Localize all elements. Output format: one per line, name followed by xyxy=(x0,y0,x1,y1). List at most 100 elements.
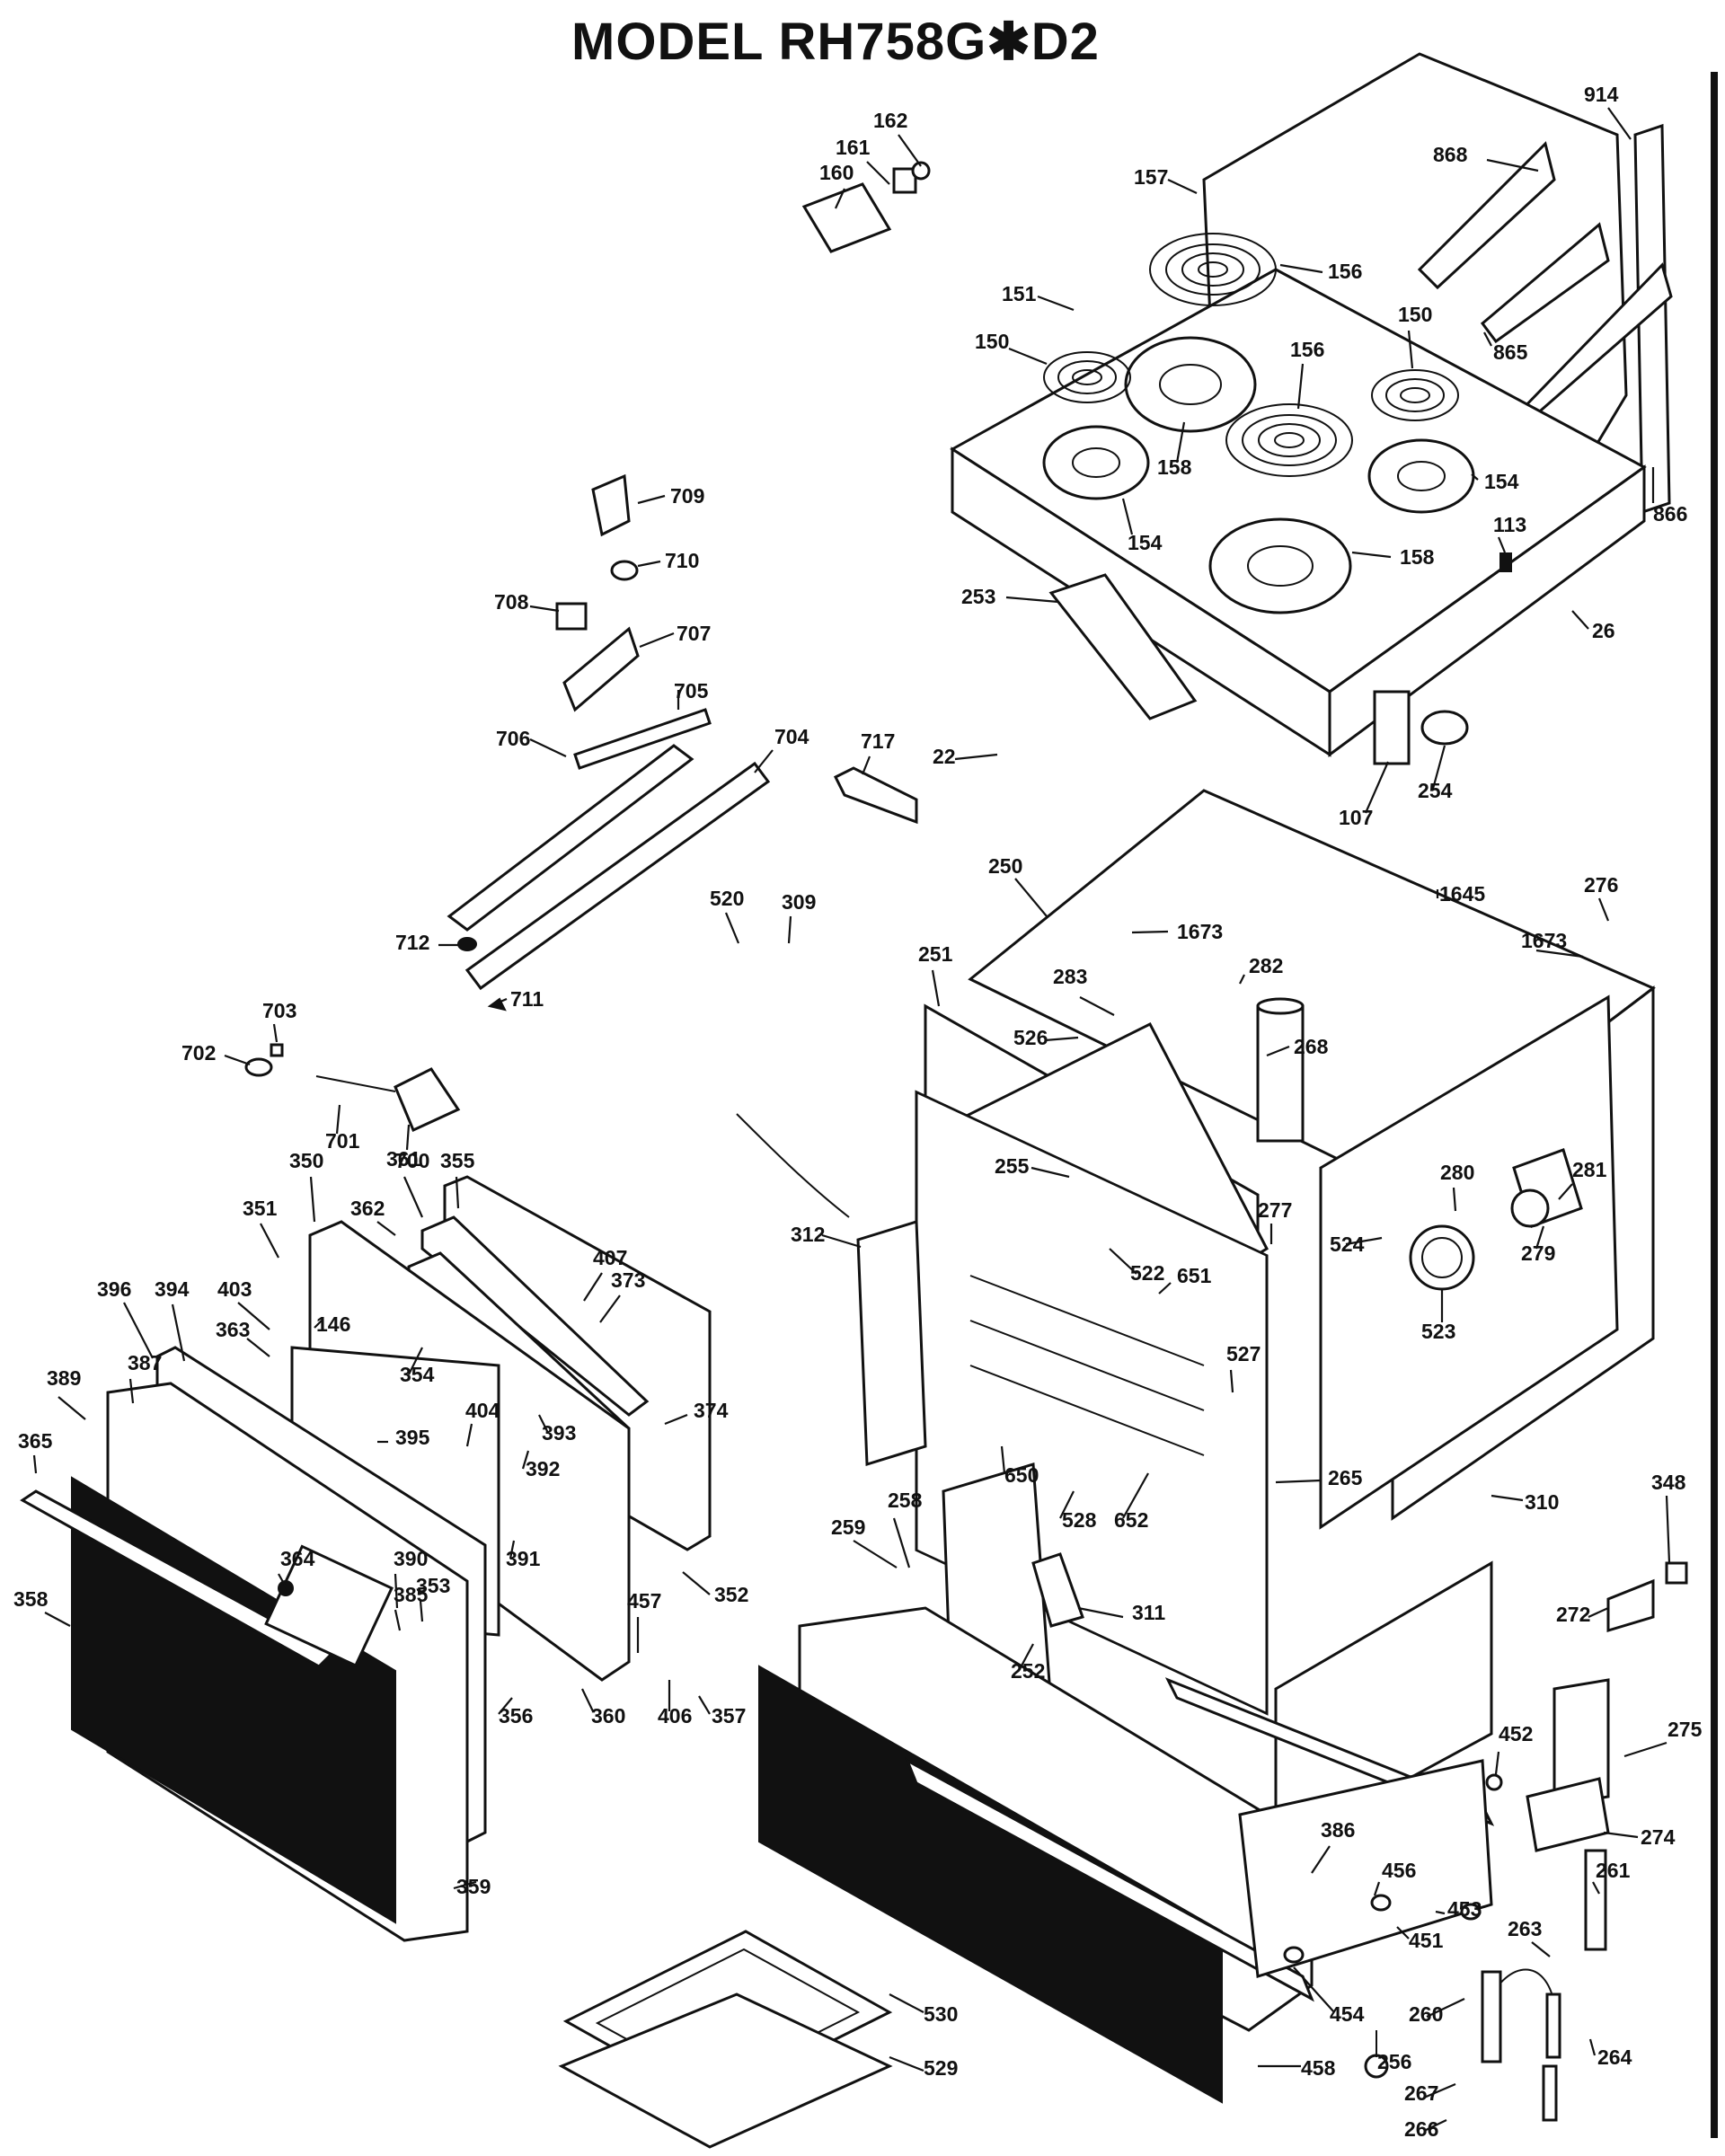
part-number-label: 456 xyxy=(1382,1859,1416,1882)
leader-line xyxy=(1431,745,1446,790)
leader-line xyxy=(1311,1845,1331,1874)
part-number-label: 358 xyxy=(13,1587,49,1611)
leader-line xyxy=(224,1054,251,1066)
part-number-label: 107 xyxy=(1339,806,1373,829)
part-number-label: 717 xyxy=(861,729,895,753)
leader-line xyxy=(599,1294,621,1323)
part-number-label: 392 xyxy=(526,1457,560,1480)
part-number-label: 259 xyxy=(831,1515,865,1539)
part-number-label: 914 xyxy=(1584,83,1619,106)
part-number-label: 254 xyxy=(1418,779,1453,802)
leader-line xyxy=(1494,1751,1500,1775)
leader-line xyxy=(1351,551,1392,559)
leader-line xyxy=(853,1540,898,1568)
leader-line xyxy=(314,1320,323,1329)
part-number-label: 710 xyxy=(665,549,699,572)
leader-line xyxy=(1607,107,1632,140)
leader-line xyxy=(1665,1495,1671,1564)
part-number-label: 407 xyxy=(593,1246,627,1269)
drawer-assembly xyxy=(558,1606,1495,2149)
leader-line xyxy=(1592,1881,1600,1895)
leader-line xyxy=(394,1609,402,1631)
leader-line xyxy=(1266,1045,1290,1057)
top-small-parts xyxy=(244,161,931,1218)
part-number-label: 651 xyxy=(1177,1264,1212,1287)
part-number-label: 711 xyxy=(510,987,544,1011)
leader-line xyxy=(954,753,998,761)
part-number-label: 385 xyxy=(394,1583,429,1606)
part-number-label: 275 xyxy=(1668,1718,1703,1741)
leader-line xyxy=(1407,330,1414,369)
part-number-label: 709 xyxy=(670,484,704,508)
part-number-label: 453 xyxy=(1447,1897,1482,1921)
leader-line xyxy=(1167,179,1198,194)
part-number-label: 387 xyxy=(128,1351,162,1374)
part-number-label: 265 xyxy=(1328,1466,1363,1489)
part-number-label: 452 xyxy=(1499,1722,1533,1745)
leader-line xyxy=(408,1347,423,1375)
part-number-label: 160 xyxy=(819,161,854,184)
part-number-label: 274 xyxy=(1641,1825,1676,1849)
part-number-label: 352 xyxy=(714,1583,748,1606)
leader-line xyxy=(1275,1479,1322,1484)
part-number-label: 395 xyxy=(395,1426,430,1449)
leader-line xyxy=(529,605,560,613)
leader-line xyxy=(682,1571,711,1595)
part-number-label: 406 xyxy=(658,1704,692,1727)
leader-line xyxy=(889,2055,924,2072)
part-number-label: 348 xyxy=(1651,1471,1686,1494)
part-number-label: 360 xyxy=(591,1704,625,1727)
leader-line xyxy=(529,738,567,757)
part-number-label: 652 xyxy=(1114,1508,1148,1532)
part-number-label: 451 xyxy=(1409,1929,1444,1952)
leader-line xyxy=(898,134,922,167)
part-number-label: 356 xyxy=(499,1704,533,1727)
part-number-label: 650 xyxy=(1004,1463,1039,1487)
part-number-label: 113 xyxy=(1493,513,1526,536)
leader-line xyxy=(1158,1282,1172,1294)
part-number-label: 150 xyxy=(975,330,1009,353)
leader-line xyxy=(376,1221,396,1236)
part-number-label: 373 xyxy=(611,1268,645,1292)
part-number-label: 359 xyxy=(456,1875,491,1898)
leader-line xyxy=(309,1176,316,1223)
part-number-label: 866 xyxy=(1653,502,1687,526)
part-number-label: 162 xyxy=(873,109,907,132)
part-number-label: 154 xyxy=(1484,470,1519,493)
leader-line xyxy=(889,1993,924,2013)
part-number-label: 868 xyxy=(1433,143,1468,166)
leader-line xyxy=(278,1573,288,1591)
leader-line xyxy=(246,1338,270,1357)
part-number-label: 530 xyxy=(924,2002,958,2026)
part-number-label: 457 xyxy=(627,1589,661,1613)
leader-line xyxy=(1121,498,1134,535)
part-number-label: 266 xyxy=(1404,2117,1438,2141)
leader-line xyxy=(509,1540,516,1560)
part-number-label: 526 xyxy=(1013,1026,1048,1049)
leader-line xyxy=(1486,158,1539,172)
part-number-label: 707 xyxy=(677,622,711,645)
part-number-label: 454 xyxy=(1330,2002,1365,2026)
part-number-label: 403 xyxy=(217,1277,252,1301)
leader-line xyxy=(1014,878,1048,917)
part-number-label: 161 xyxy=(836,136,871,159)
leader-line xyxy=(1019,1643,1034,1670)
part-number-label: 310 xyxy=(1525,1490,1559,1514)
part-number-label: 261 xyxy=(1596,1859,1631,1882)
leader-line xyxy=(1535,949,1584,959)
part-number-label: 157 xyxy=(1134,165,1168,189)
leader-line xyxy=(402,1176,424,1218)
leader-line xyxy=(1588,2038,1597,2056)
part-number-label: 277 xyxy=(1258,1198,1292,1222)
leader-line xyxy=(1535,1225,1545,1250)
leader-line xyxy=(1109,1248,1137,1275)
leader-line xyxy=(1364,761,1390,814)
part-number-label: 312 xyxy=(791,1223,825,1246)
part-number-label: 374 xyxy=(694,1399,729,1422)
leader-line xyxy=(260,1223,279,1259)
leader-line xyxy=(787,915,792,944)
part-number-label: 706 xyxy=(496,727,530,750)
part-number-label: 529 xyxy=(924,2056,958,2080)
leader-line xyxy=(931,969,941,1007)
